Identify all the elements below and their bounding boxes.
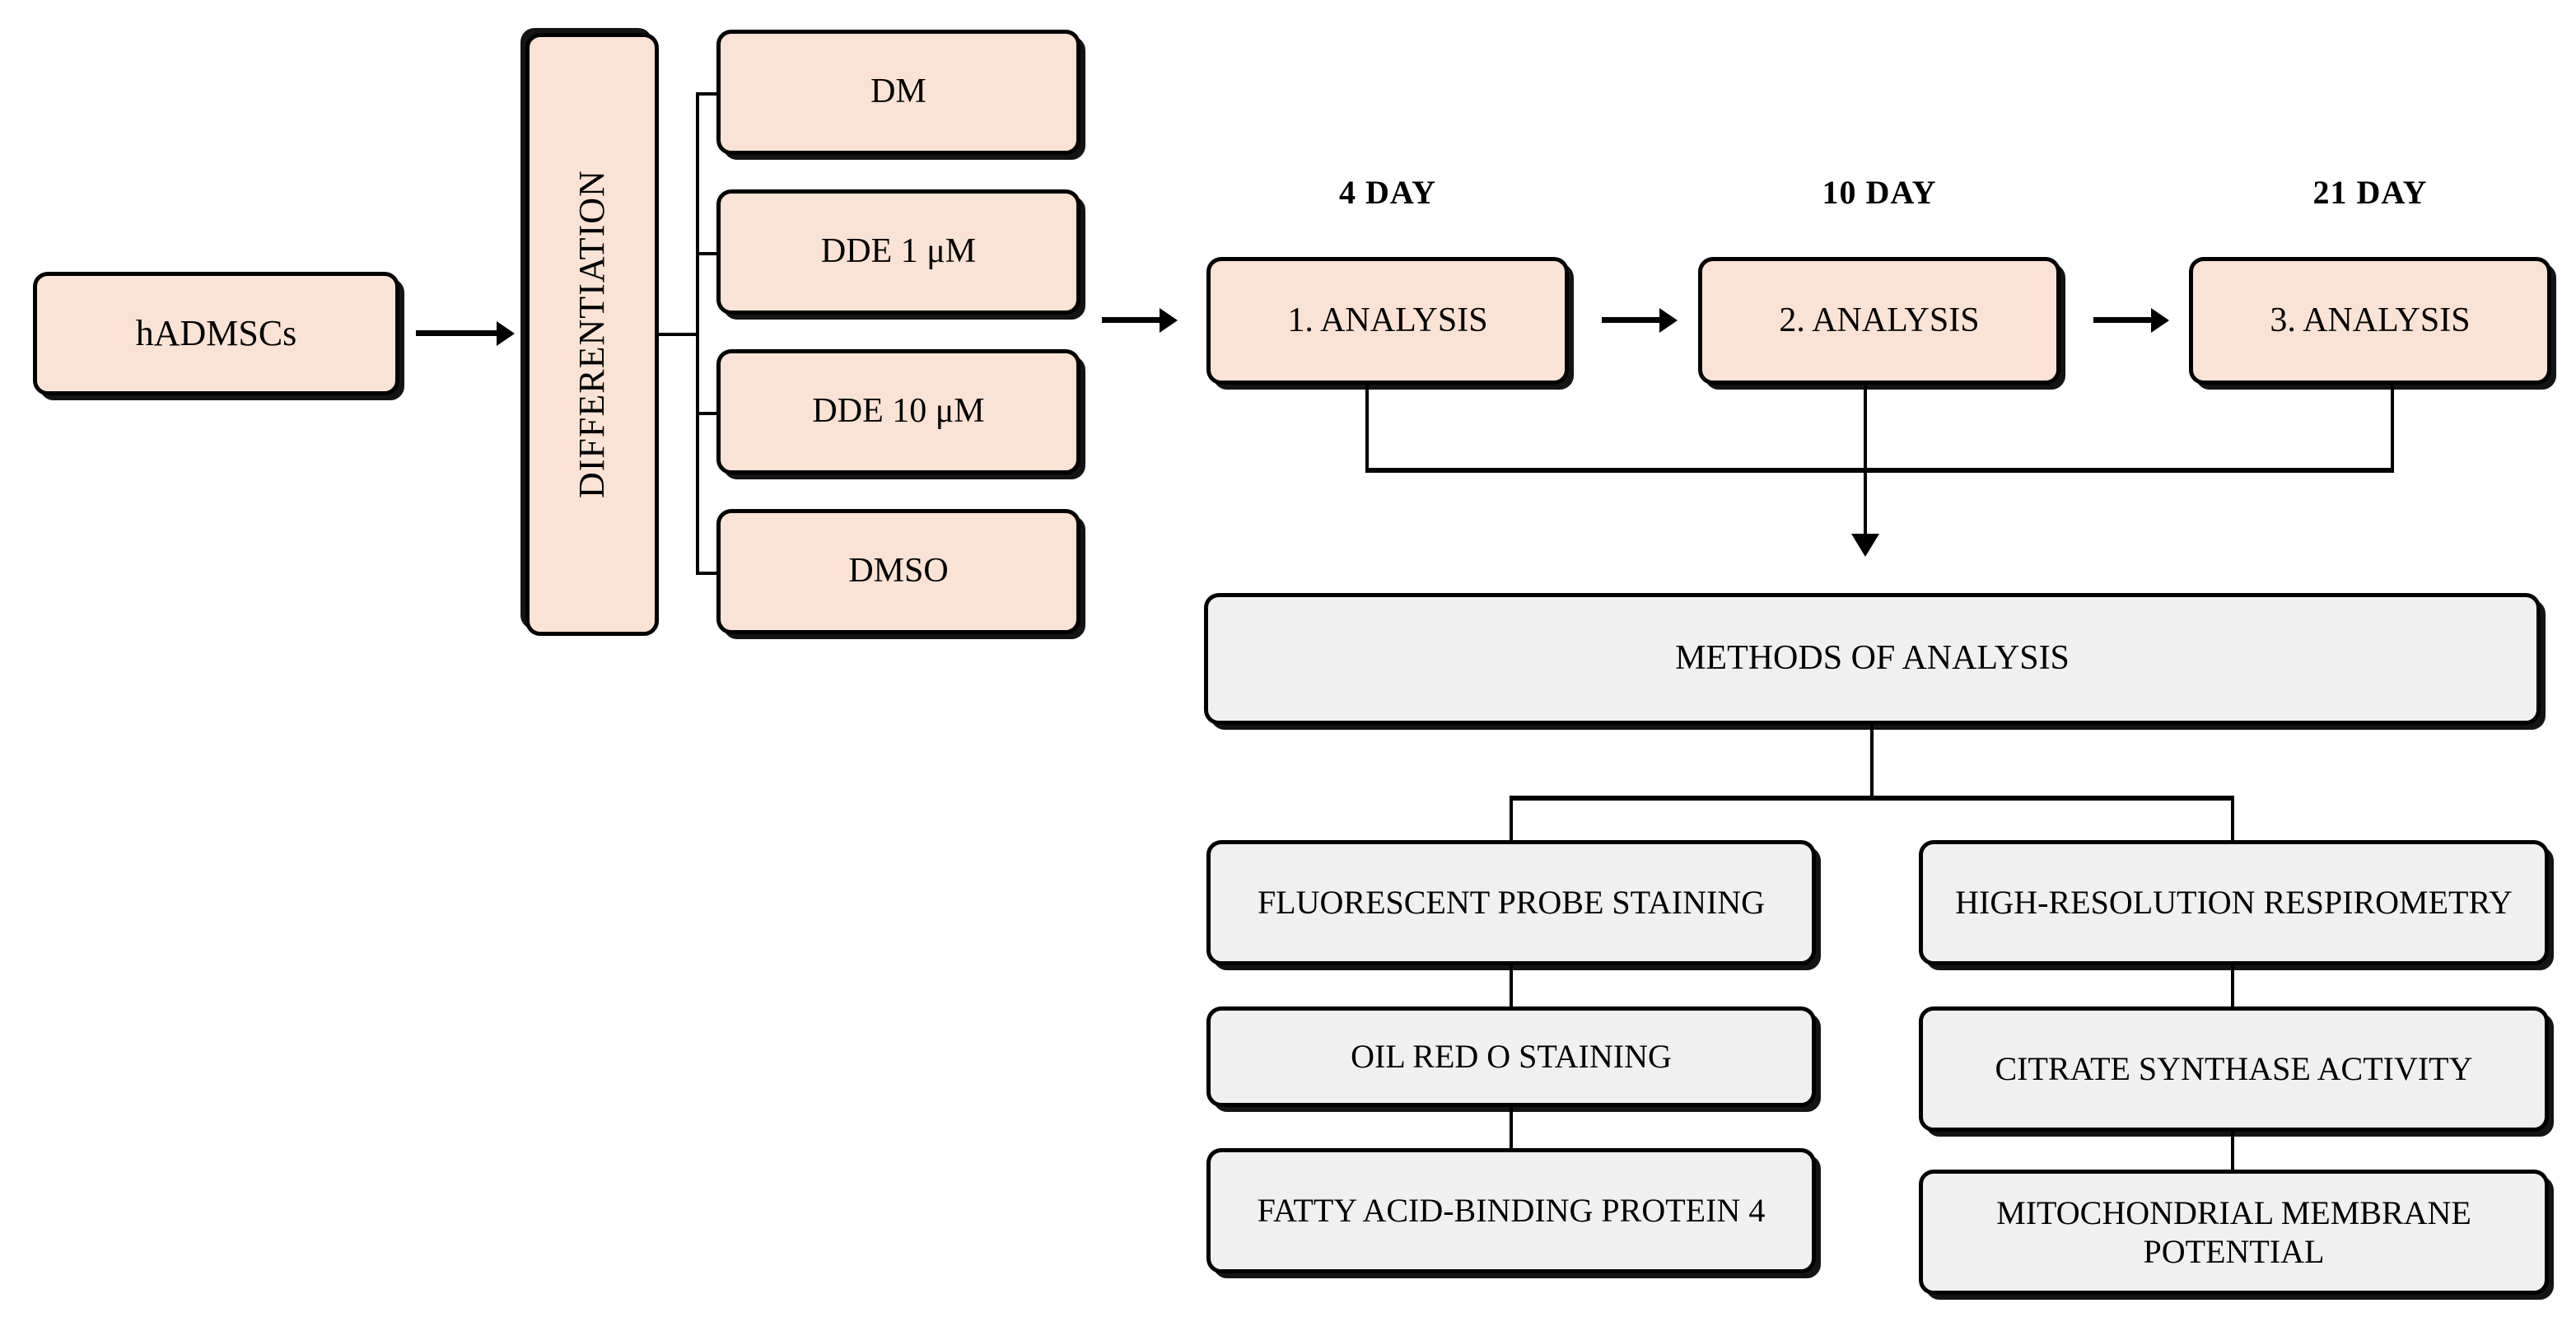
node-methods-of-analysis[interactable]: METHODS OF ANALYSIS: [1204, 593, 2541, 725]
node-method-fluorescent-probe-staining[interactable]: FLUORESCENT PROBE STAINING: [1206, 840, 1816, 965]
day-label-21-day: 21 DAY: [2312, 174, 2428, 211]
connector-analysis-1-drop: [1365, 385, 1369, 471]
node-analysis-2[interactable]: 2. ANALYSIS: [1698, 257, 2060, 385]
node-analysis-3[interactable]: 3. ANALYSIS: [2189, 257, 2551, 385]
bracket-arm-3: [696, 412, 721, 415]
node-treatment-dmso[interactable]: DMSO: [716, 509, 1080, 634]
connector-right-1-to-2: [2231, 965, 2234, 1006]
connector-methods-stem: [1870, 725, 1874, 799]
arrow-treatments-to-analysis-1: [1102, 317, 1161, 323]
bracket-trunk: [696, 94, 699, 573]
connector-analysis-2-drop: [1864, 385, 1867, 471]
arrow-analysis-2-to-3: [2093, 317, 2153, 323]
connector-analysis-3-drop: [2391, 385, 2394, 471]
bracket-arm-1: [696, 92, 721, 96]
connector-left-1-to-2: [1510, 965, 1513, 1006]
node-treatment-dde-10um[interactable]: DDE 10 μM: [716, 349, 1080, 474]
node-method-fatty-acid-binding-protein-4[interactable]: FATTY ACID-BINDING PROTEIN 4: [1206, 1148, 1816, 1273]
day-label-10-day: 10 DAY: [1822, 174, 1937, 211]
node-analysis-1[interactable]: 1. ANALYSIS: [1206, 257, 1569, 385]
connector-methods-right-drop: [2231, 796, 2234, 843]
connector-methods-left-drop: [1510, 796, 1513, 843]
bracket-arm-2: [696, 252, 721, 255]
node-hadmscs[interactable]: hADMSCs: [33, 272, 399, 395]
connector-left-2-to-3: [1510, 1107, 1513, 1148]
arrowhead-into-methods: [1851, 534, 1879, 557]
connector-methods-split-bar: [1510, 796, 2234, 801]
connector-bar-to-methods: [1864, 468, 1867, 539]
node-differentiation[interactable]: DIFFERENTIATION: [525, 33, 659, 636]
node-method-citrate-synthase-activity[interactable]: CITRATE SYNTHASE ACTIVITY: [1919, 1006, 2549, 1132]
node-treatment-dde-1um[interactable]: DDE 1 μM: [716, 189, 1080, 315]
connector-right-2-to-3: [2231, 1132, 2234, 1170]
bracket-arm-4: [696, 572, 721, 575]
node-treatment-dm[interactable]: DM: [716, 30, 1080, 155]
node-method-mitochondrial-membrane-potential[interactable]: MITOCHONDRIAL MEMBRANE POTENTIAL: [1919, 1170, 2549, 1295]
day-label-4-day: 4 DAY: [1339, 174, 1436, 211]
arrow-source-to-differentiation: [416, 330, 498, 336]
node-method-oil-red-o-staining[interactable]: OIL RED O STAINING: [1206, 1006, 1816, 1107]
node-method-high-resolution-respirometry[interactable]: HIGH-RESOLUTION RESPIROMETRY: [1919, 840, 2549, 965]
arrow-analysis-1-to-2: [1602, 317, 1661, 323]
bracket-stem: [659, 333, 698, 336]
connector-analyses-bar: [1365, 468, 2394, 473]
